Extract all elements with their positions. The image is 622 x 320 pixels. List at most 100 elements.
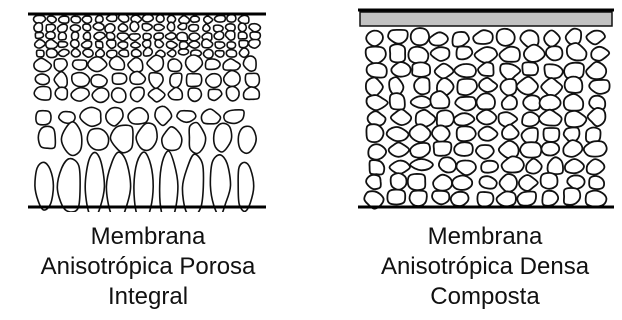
pore-cell (520, 142, 541, 157)
pore-cell (35, 40, 46, 49)
pore-cell (134, 152, 153, 212)
pore-cell (118, 42, 128, 49)
pore-cell (429, 32, 448, 45)
pore-cell (34, 58, 51, 71)
composite-membrane-caption: Membrana Anisotrópica Densa Composta (348, 222, 622, 312)
pore-cell (457, 79, 477, 95)
pore-cell (366, 31, 383, 47)
pore-cell (541, 173, 558, 189)
pore-cell (46, 49, 57, 58)
composite-membrane-illustration (358, 4, 614, 212)
pore-cell (177, 111, 196, 123)
pore-cell (478, 127, 497, 141)
pore-cell (524, 45, 545, 62)
caption-line: Anisotrópica Porosa (0, 252, 296, 282)
pore-cell (129, 34, 140, 41)
pore-cell (366, 175, 381, 189)
pore-cell (502, 95, 517, 109)
pore-cell (245, 73, 259, 87)
pore-cell (55, 87, 67, 100)
pore-cell (214, 31, 224, 39)
integral-membrane-caption: Membrana Anisotrópica Porosa Integral (0, 222, 296, 312)
pore-cell (565, 77, 583, 93)
pore-cell (119, 50, 129, 57)
pore-cell (112, 73, 126, 84)
pore-cell (479, 176, 496, 188)
pore-cell (250, 32, 260, 40)
pore-cell (565, 159, 584, 173)
pore-cell (85, 152, 104, 212)
pore-cell (154, 33, 163, 40)
pore-cell (454, 142, 473, 156)
pore-cell (519, 175, 538, 191)
pore-cell (162, 127, 182, 151)
pore-cell (83, 32, 90, 39)
pore-cell (564, 188, 580, 205)
pore-cell (37, 50, 44, 57)
pore-cell (244, 87, 260, 100)
pore-cell (58, 24, 68, 32)
pore-cell (478, 62, 494, 76)
pore-cell (239, 40, 248, 47)
pore-cell (238, 23, 246, 32)
pore-cell (83, 24, 91, 31)
pore-cell (148, 88, 165, 102)
pore-cell (170, 73, 182, 88)
pore-cell (476, 93, 495, 109)
pore-cell (96, 16, 104, 23)
pore-cell (226, 50, 236, 57)
pore-cell (147, 55, 163, 71)
pore-cell (544, 30, 560, 46)
pore-cell (517, 77, 538, 95)
pore-cell (391, 109, 411, 125)
pore-cell (128, 108, 148, 124)
pore-cell (130, 21, 139, 31)
pore-cell (80, 107, 101, 126)
pore-cell (178, 23, 187, 30)
pore-cell (117, 33, 128, 41)
pore-cell (58, 42, 67, 48)
pore-cell (497, 29, 515, 46)
pore-cell (226, 31, 235, 41)
pore-cell (238, 162, 254, 211)
pore-cell (390, 161, 411, 174)
pore-cell (435, 64, 454, 79)
pore-cell (71, 88, 89, 101)
pore-cell (502, 124, 519, 139)
pore-cell (96, 41, 103, 48)
pore-cell (38, 126, 55, 148)
pore-cell (387, 127, 409, 141)
pore-cell (456, 160, 475, 175)
pore-cell (452, 32, 469, 47)
pore-cell (58, 49, 69, 56)
pore-cell (586, 31, 605, 45)
pore-cell (238, 32, 247, 39)
pore-cell (130, 71, 146, 84)
pore-cell (567, 175, 584, 189)
pore-cell (214, 15, 225, 22)
pore-cell (165, 33, 175, 40)
pore-cell (455, 97, 476, 111)
pore-cell (408, 174, 426, 190)
pore-cell (366, 95, 387, 110)
pore-cell (61, 122, 81, 156)
pore-cell (46, 40, 58, 49)
pore-cell (94, 32, 105, 40)
caption-line: Membrana (0, 222, 296, 252)
pore-cell (81, 41, 91, 48)
pore-cell (497, 191, 516, 206)
pore-cell (389, 143, 409, 157)
pore-cell (188, 88, 201, 101)
pore-cell (481, 161, 498, 173)
pore-cell (565, 111, 586, 127)
pore-cell (587, 159, 605, 174)
pore-cell (155, 40, 163, 48)
pore-cell (437, 110, 454, 126)
pore-cell (499, 174, 517, 192)
pore-cell (208, 89, 222, 100)
pore-cell (118, 24, 127, 32)
dense-top-layer (360, 12, 612, 26)
pore-cell (454, 64, 476, 77)
pore-cell (499, 47, 520, 62)
pore-cell (168, 88, 182, 100)
